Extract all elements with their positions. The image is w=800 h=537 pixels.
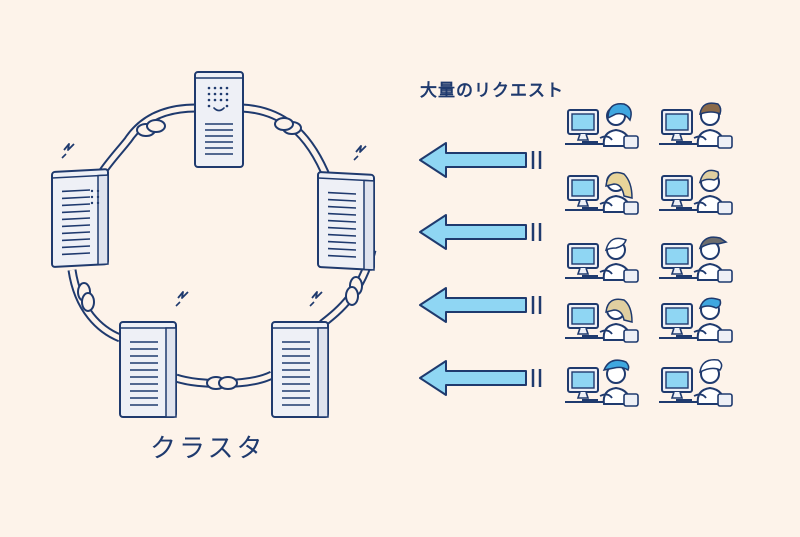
cluster-label: クラスタ <box>150 434 266 464</box>
requests-label: 大量のリクエスト <box>420 81 564 101</box>
chain-link-icon <box>77 117 363 390</box>
server-bottom-left <box>119 321 177 418</box>
user-at-computer-icon <box>564 103 639 407</box>
server-left <box>50 168 110 269</box>
user-at-computer-icon <box>658 102 733 407</box>
server-right <box>316 170 376 271</box>
arrow-left-icon <box>418 141 542 397</box>
server-bottom-right <box>271 321 329 418</box>
server-top <box>194 71 244 168</box>
